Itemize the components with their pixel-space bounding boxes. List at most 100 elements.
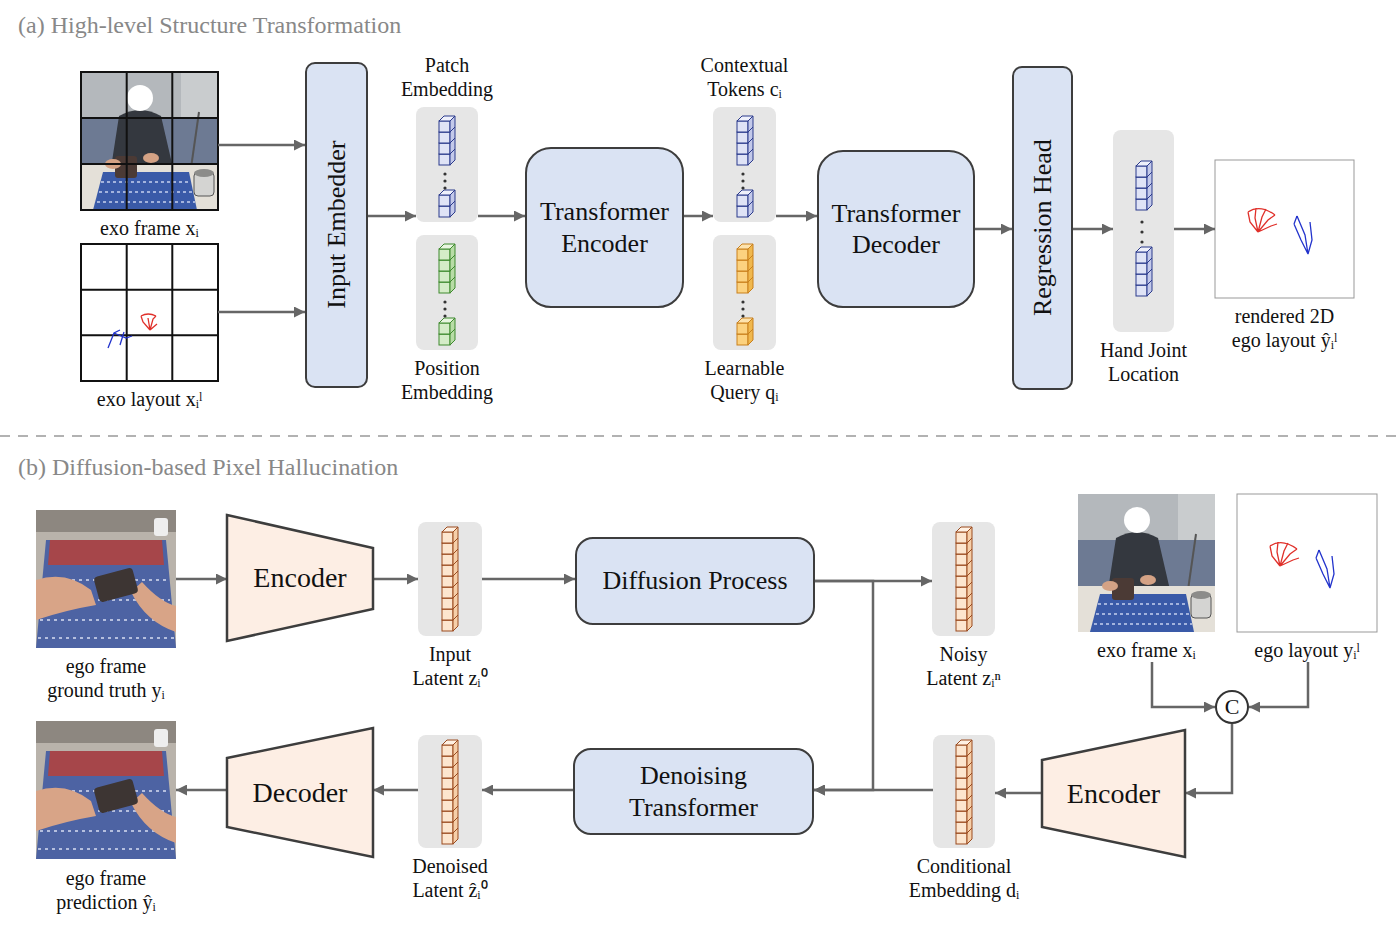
rendered-layout-image bbox=[1215, 160, 1354, 298]
panel-caption: Hand Joint Location bbox=[1089, 338, 1199, 386]
flow-arrow bbox=[368, 215, 416, 218]
cube-face bbox=[956, 565, 967, 576]
cube-face bbox=[439, 195, 450, 206]
cube-face bbox=[956, 576, 967, 587]
ellipsis-dot bbox=[443, 307, 446, 310]
concat-circle: C bbox=[1215, 690, 1249, 724]
image-panel: exo frame xᵢ bbox=[1077, 494, 1216, 662]
node-label: Encoder bbox=[1067, 778, 1160, 810]
cube-face bbox=[1136, 177, 1147, 188]
node-label: Diffusion Process bbox=[594, 565, 795, 596]
caption-holder: Conditional Embedding dᵢ bbox=[899, 854, 1029, 902]
image-caption: exo frame xᵢ bbox=[1082, 638, 1211, 662]
cube-face bbox=[956, 745, 967, 756]
cube-face bbox=[956, 620, 967, 631]
caption-holder: Denoised Latent ẑᵢ⁰ bbox=[405, 854, 495, 902]
flow-arrow bbox=[176, 789, 227, 792]
cube-face bbox=[956, 532, 967, 543]
image-caption: exo layout xᵢˡ bbox=[86, 387, 213, 411]
exo-layout-grid bbox=[81, 244, 218, 381]
cube-face bbox=[442, 543, 453, 554]
image-caption: exo frame xᵢ bbox=[86, 216, 213, 240]
embedding-panel: Noisy Latent zᵢⁿ bbox=[932, 522, 995, 636]
panel-caption: Input Latent zᵢ⁰ bbox=[405, 642, 495, 690]
panel-caption: Position Embedding bbox=[387, 356, 507, 404]
ellipsis-dot bbox=[443, 300, 446, 303]
flow-arrow bbox=[218, 144, 305, 147]
cube bbox=[439, 318, 455, 334]
process-box: Regression Head bbox=[1012, 66, 1073, 390]
flow-arrow bbox=[1249, 662, 1308, 707]
cube-face bbox=[442, 598, 453, 609]
panel-caption: Conditional Embedding dᵢ bbox=[899, 854, 1029, 902]
flow-arrow bbox=[814, 581, 873, 790]
embedding-panel: Contextual Tokens cᵢ bbox=[713, 107, 776, 222]
trapezoid-shape bbox=[227, 515, 373, 641]
exo-frame-photo-b bbox=[1078, 494, 1215, 632]
ellipsis-dot bbox=[443, 314, 446, 317]
ellipsis-dot bbox=[443, 186, 446, 189]
cube-face bbox=[737, 206, 748, 217]
process-box: Input Embedder bbox=[305, 62, 368, 388]
caption-holder: Position Embedding bbox=[387, 356, 507, 404]
image-panel: ego layout yᵢˡ bbox=[1237, 494, 1377, 662]
cube-face bbox=[1136, 285, 1147, 296]
cube-side bbox=[450, 190, 455, 206]
panel-caption: Patch Embedding bbox=[387, 53, 507, 101]
cube bbox=[737, 318, 753, 334]
cube-face bbox=[737, 195, 748, 206]
cube-face bbox=[956, 767, 967, 778]
ellipsis-dot bbox=[1140, 240, 1143, 243]
cube-face bbox=[956, 609, 967, 620]
ego-frame-photo bbox=[36, 721, 176, 859]
cube bbox=[737, 244, 753, 260]
exo-layout-grid bbox=[108, 330, 132, 348]
section-title: (a) High-level Structure Transformation bbox=[18, 12, 401, 39]
process-box: Denoising Transformer bbox=[573, 748, 814, 835]
cube-face bbox=[439, 323, 450, 334]
caption-holder: Noisy Latent zᵢⁿ bbox=[919, 642, 1009, 690]
cube-face bbox=[737, 334, 748, 345]
caption-holder: Input Latent zᵢ⁰ bbox=[405, 642, 495, 690]
flow-arrow bbox=[482, 578, 575, 581]
flow-arrow bbox=[684, 215, 713, 218]
cube-face bbox=[439, 260, 450, 271]
cube-stack bbox=[418, 735, 482, 848]
cube bbox=[737, 190, 753, 206]
cube bbox=[442, 740, 458, 756]
embedding-panel: Input Latent zᵢ⁰ bbox=[418, 522, 482, 636]
cube-face bbox=[1136, 263, 1147, 274]
ego-frame-photo bbox=[36, 510, 176, 859]
panel-caption: Learnable Query qᵢ bbox=[685, 356, 805, 404]
cube-face bbox=[1136, 252, 1147, 263]
embedding-panel: Position Embedding bbox=[416, 235, 478, 350]
cube-stack bbox=[1113, 130, 1174, 332]
cube-face bbox=[737, 143, 748, 154]
cube-face bbox=[737, 323, 748, 334]
cube-face bbox=[956, 756, 967, 767]
cube bbox=[956, 740, 972, 756]
cube-face bbox=[442, 833, 453, 844]
ego-layout-image bbox=[1237, 494, 1377, 632]
image-panel: ego frame prediction ŷᵢ bbox=[36, 721, 176, 914]
cube bbox=[956, 527, 972, 543]
rendered-layout-image bbox=[1248, 208, 1312, 254]
cube-side bbox=[748, 116, 753, 132]
panel-caption: Contextual Tokens cᵢ bbox=[685, 53, 805, 101]
encoder-trapezoid: Encoder bbox=[227, 515, 373, 641]
cube-face bbox=[442, 587, 453, 598]
image-panel: ego frame ground truth yᵢ bbox=[36, 510, 176, 702]
cube-face bbox=[737, 249, 748, 260]
section-divider bbox=[0, 435, 1400, 437]
cube-face bbox=[956, 800, 967, 811]
cube-face bbox=[737, 154, 748, 165]
caption-holder: Learnable Query qᵢ bbox=[685, 356, 805, 404]
image-caption: rendered 2D ego layout ŷᵢˡ bbox=[1220, 304, 1349, 352]
cube-face bbox=[439, 143, 450, 154]
cube-face bbox=[439, 132, 450, 143]
image-panel: rendered 2D ego layout ŷᵢˡ bbox=[1215, 160, 1354, 352]
node-label: Denoising Transformer bbox=[575, 760, 812, 822]
embedding-panel: Conditional Embedding dᵢ bbox=[933, 735, 995, 848]
cube-face bbox=[956, 822, 967, 833]
